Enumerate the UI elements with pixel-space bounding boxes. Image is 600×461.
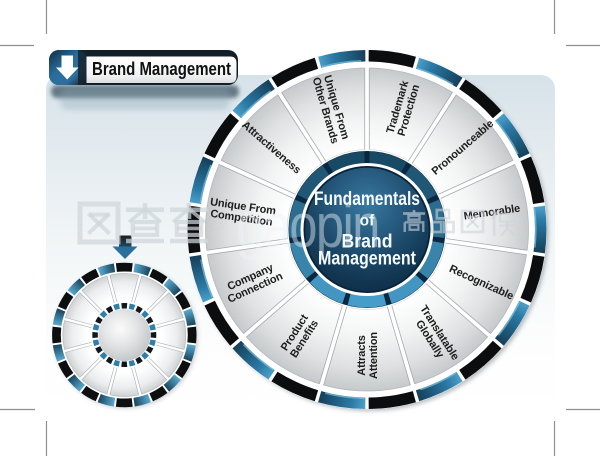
svg-text:Fundamentals: Fundamentals xyxy=(314,189,420,210)
svg-text:×: × xyxy=(213,211,226,236)
svg-text:Brand: Brand xyxy=(342,232,393,253)
svg-text:gaopin: gaopin xyxy=(236,192,379,261)
svg-text:AttractsAttention: AttractsAttention xyxy=(356,332,380,379)
svg-text:Brand Management: Brand Management xyxy=(92,59,231,79)
svg-text:Management: Management xyxy=(318,249,417,270)
svg-text:of: of xyxy=(360,213,375,230)
